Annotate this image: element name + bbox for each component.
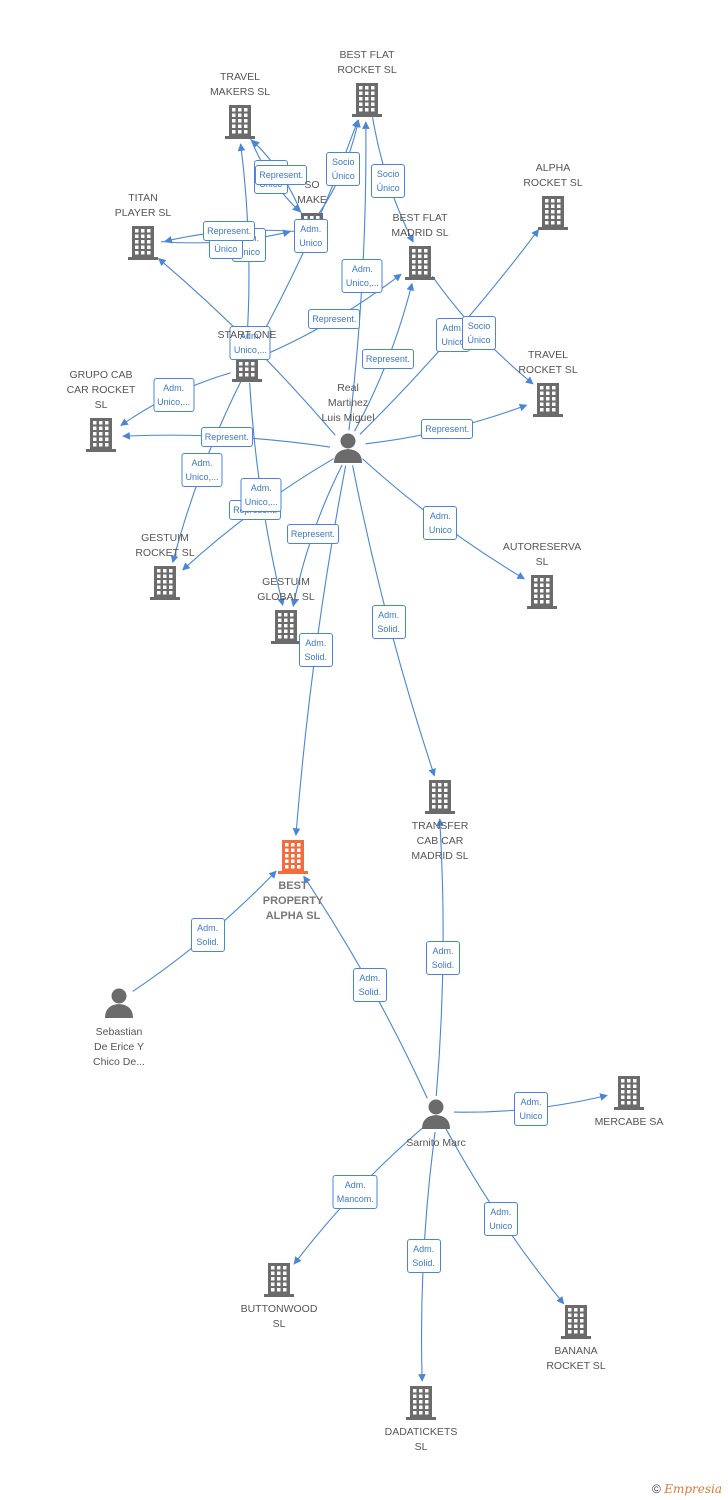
- edge-label[interactable]: Adm. Mancom.: [332, 1175, 378, 1210]
- node-label-transfer-cab[interactable]: TRANSFER CAB CAR MADRID SL: [411, 820, 469, 862]
- edge-label[interactable]: Adm. Unico: [514, 1091, 549, 1126]
- edge-label[interactable]: Adm. Solid.: [371, 604, 406, 639]
- building-icon[interactable]: [352, 83, 382, 117]
- building-icon[interactable]: [271, 610, 301, 644]
- building-icon[interactable]: [405, 246, 435, 280]
- building-icon[interactable]: [264, 1263, 294, 1297]
- building-icon[interactable]: [614, 1076, 644, 1110]
- node-label-travel-rocket[interactable]: TRAVEL ROCKET SL: [518, 349, 578, 376]
- node-label-start-one[interactable]: START ONE: [217, 329, 277, 341]
- edge-label[interactable]: Represent.: [203, 221, 256, 242]
- node-label-best-flat-madrid[interactable]: BEST FLAT MADRID SL: [391, 212, 449, 239]
- edge-label[interactable]: Represent.: [308, 309, 361, 330]
- node-label-best-flat-rocket[interactable]: BEST FLAT ROCKET SL: [337, 49, 397, 76]
- building-icon[interactable]: [150, 566, 180, 600]
- edge-label[interactable]: Socio Único: [371, 164, 406, 199]
- node-label-autoreserva[interactable]: AUTORESERVA SL: [502, 541, 582, 568]
- building-icon[interactable]: [533, 383, 563, 417]
- building-icon[interactable]: [225, 105, 255, 139]
- node-label-gestuim-global[interactable]: GESTUIM GLOBAL SL: [257, 576, 315, 603]
- edge-label[interactable]: Socio Único: [326, 151, 361, 186]
- edge-label[interactable]: Adm. Solid.: [352, 967, 387, 1002]
- node-label-sarnito[interactable]: Sarnito Marc: [406, 1137, 466, 1149]
- edge-label[interactable]: Adm. Unico,...: [229, 326, 271, 361]
- building-icon[interactable]: [425, 780, 455, 814]
- building-icon[interactable]: [86, 418, 116, 452]
- node-label-dadatickets[interactable]: DADATICKETS SL: [384, 1426, 458, 1453]
- edge-label[interactable]: Adm. Unico,...: [181, 453, 223, 488]
- building-icon[interactable]: [128, 226, 158, 260]
- edge-label[interactable]: Represent.: [421, 419, 474, 440]
- node-label-grupo-cab[interactable]: GRUPO CAB CAR ROCKET SL: [66, 369, 136, 411]
- copyright-symbol: ©: [652, 1482, 661, 1496]
- edge-label[interactable]: Represent.: [200, 426, 253, 447]
- node-label-real-martinez[interactable]: Real Martinez Luis Miguel: [321, 382, 375, 424]
- person-icon[interactable]: [422, 1099, 450, 1130]
- edge-label[interactable]: Adm. Solid.: [190, 918, 225, 953]
- node-label-gestuim-rocket[interactable]: GESTUIM ROCKET SL: [135, 532, 195, 559]
- node-label-so-make[interactable]: SO MAKE: [297, 179, 327, 206]
- building-icon[interactable]: [538, 196, 568, 230]
- brand-logo: Empresia: [664, 1482, 722, 1496]
- node-label-alpha-rocket[interactable]: ALPHA ROCKET SL: [523, 162, 583, 189]
- edge-label[interactable]: Adm. Unico,...: [153, 377, 195, 412]
- edge-label[interactable]: Adm. Solid.: [406, 1239, 441, 1274]
- node-label-travel-makers[interactable]: TRAVEL MAKERS SL: [209, 71, 271, 98]
- node-label-sebastian[interactable]: Sebastian De Erice Y Chico De...: [93, 1026, 145, 1068]
- edge-label[interactable]: Adm. Unico,...: [240, 477, 282, 512]
- edge-label[interactable]: Socio Único: [461, 316, 496, 351]
- node-label-mercabe[interactable]: MERCABE SA: [594, 1116, 664, 1128]
- edge-label[interactable]: Adm. Unico: [423, 505, 458, 540]
- watermark: © Empresia: [652, 1482, 722, 1496]
- building-icon[interactable]: [278, 840, 308, 874]
- building-icon[interactable]: [527, 575, 557, 609]
- edge-label[interactable]: Adm. Solid.: [298, 632, 333, 667]
- edge-label[interactable]: Adm. Unico: [483, 1202, 518, 1237]
- person-icon[interactable]: [334, 433, 362, 464]
- edge-label[interactable]: Represent.: [361, 349, 414, 370]
- edge-label[interactable]: Represent.: [286, 523, 339, 544]
- node-label-buttonwood[interactable]: BUTTONWOOD SL: [240, 1303, 318, 1330]
- node-label-best-property[interactable]: BEST PROPERTY ALPHA SL: [262, 880, 324, 922]
- building-icon[interactable]: [561, 1305, 591, 1339]
- node-label-titan-player[interactable]: TITAN PLAYER SL: [114, 192, 172, 219]
- building-icon[interactable]: [406, 1386, 436, 1420]
- edge-label[interactable]: Represent.: [255, 164, 308, 185]
- edge-label[interactable]: Adm. Unico: [293, 219, 328, 254]
- node-label-banana-rocket[interactable]: BANANA ROCKET SL: [546, 1345, 606, 1372]
- person-icon[interactable]: [105, 988, 133, 1019]
- edge-label[interactable]: Adm. Unico,...: [341, 259, 383, 294]
- edge-label[interactable]: Adm. Solid.: [425, 940, 460, 975]
